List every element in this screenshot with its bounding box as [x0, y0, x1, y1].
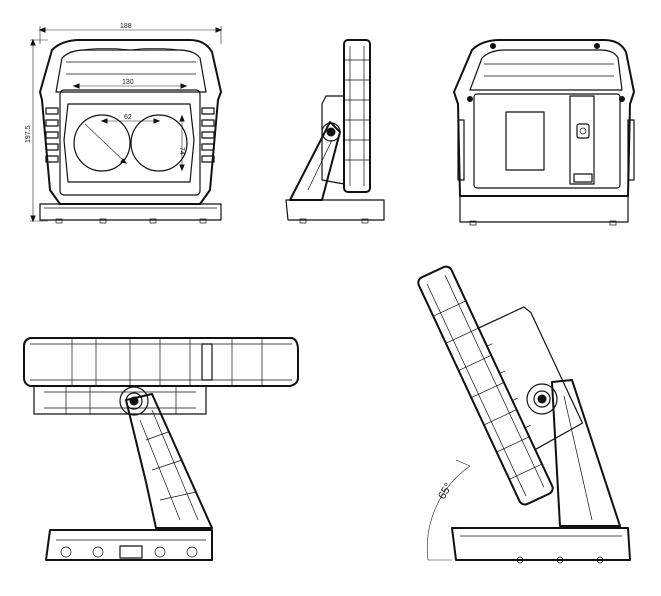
dim-overall-width: 188 — [120, 23, 132, 30]
rear-view — [453, 39, 635, 226]
folded-side-view — [23, 337, 299, 561]
side-view — [285, 39, 385, 224]
tilt-view: 65° — [417, 265, 631, 564]
tilt-angle-label: 65° — [436, 481, 455, 501]
front-view: 188 197.5 130 62 74 — [25, 23, 223, 224]
dim-lens-width: 130 — [122, 79, 134, 86]
dim-overall-height: 197.5 — [25, 125, 32, 143]
dim-lens-diameter: 62 — [124, 114, 132, 121]
dim-lens-height: 74 — [178, 147, 185, 155]
